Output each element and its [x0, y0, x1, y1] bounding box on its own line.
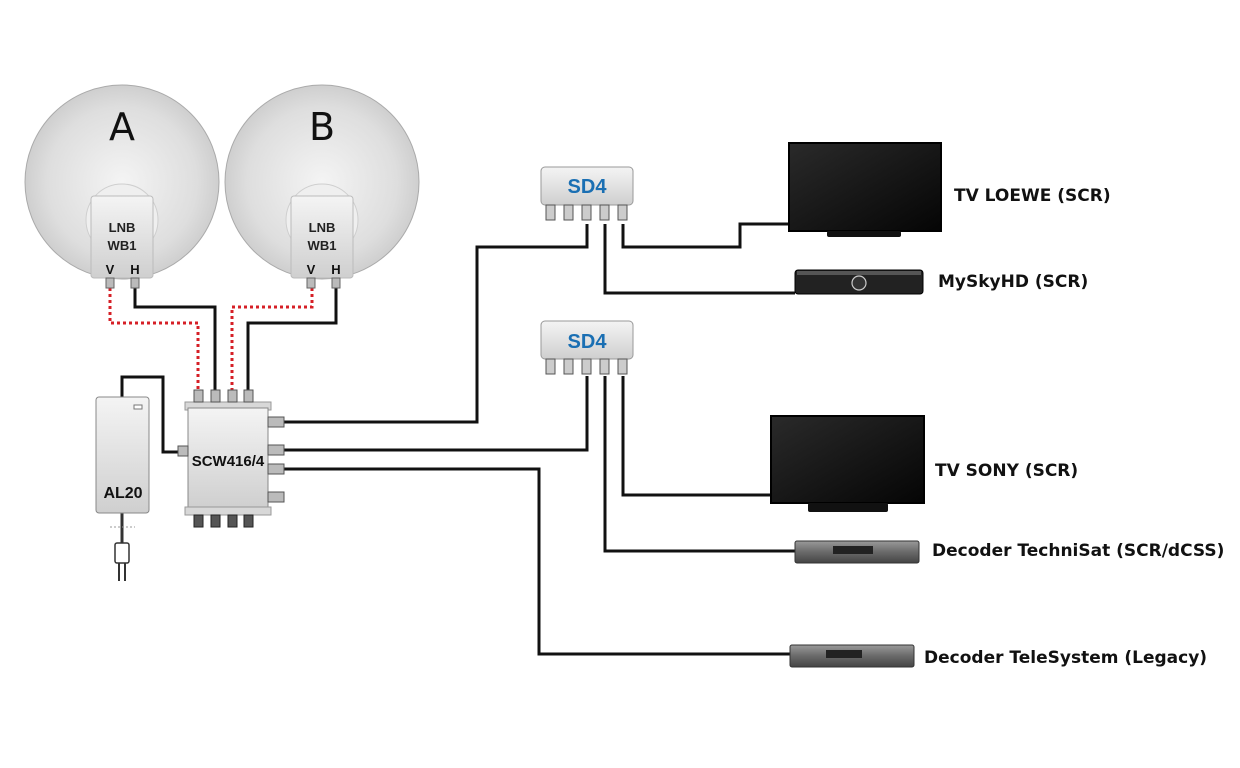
switch-bottom-rail [184, 506, 272, 516]
dish-a-label: A [109, 105, 135, 149]
dish-a-lnb [90, 195, 154, 279]
decoder-telesystem: Decoder TeleSystem (Legacy) [789, 644, 1207, 668]
dish-b-label: B [309, 105, 335, 149]
sd4-bottom-port-3 [581, 358, 592, 375]
switch-output-3 [267, 463, 285, 475]
switch-bottom-port-1 [193, 514, 204, 528]
tv-sony-label: TV SONY (SCR) [935, 461, 1078, 481]
al20-body [95, 396, 150, 514]
dish-a-port-v: V [106, 262, 115, 277]
dish-b-connector-h [331, 277, 341, 289]
telesystem-display [826, 650, 862, 658]
cable-sd4-technisat [603, 376, 795, 553]
tv-loewe-label: TV LOEWE (SCR) [954, 186, 1111, 206]
dish-a-connector-h [130, 277, 140, 289]
dish-a-lnb-line2: WB1 [108, 238, 137, 253]
switch-bottom-port-3 [227, 514, 238, 528]
technisat-label: Decoder TechniSat (SCR/dCSS) [932, 541, 1224, 561]
sd4-bottom-port-2 [563, 358, 574, 375]
dish-a-reflector [24, 84, 220, 280]
cable-dish-b-v [230, 288, 314, 396]
sd4-top-port-3 [581, 204, 592, 221]
dish-b-lnb [290, 195, 354, 279]
cable-sd4-myskyhd [603, 224, 795, 295]
cables [108, 222, 795, 656]
switch-output-2 [267, 444, 285, 456]
switch-body [187, 407, 269, 509]
myskyhd-play-icon [851, 275, 867, 291]
al20-label: AL20 [103, 485, 142, 502]
tv-sony: TV SONY (SCR) [770, 415, 1078, 512]
power-plug-icon [110, 526, 135, 581]
sd4-top-port-5 [617, 204, 628, 221]
switch-input-3 [227, 389, 238, 403]
cable-dish-b-h [246, 288, 338, 396]
technisat-display [833, 546, 873, 554]
switch-input-4 [243, 389, 254, 403]
tv-sony-icon [770, 415, 925, 504]
dish-b-lnb-line1: LNB [309, 220, 336, 235]
tv-loewe-icon [788, 142, 942, 232]
dish-a-connector-v [105, 277, 115, 289]
switch-output-1 [267, 416, 285, 428]
myskyhd-label: MySkyHD (SCR) [938, 272, 1088, 292]
dish-b-port-h: H [331, 262, 340, 277]
power-supply-al20: AL20 [95, 396, 150, 581]
cable-al20-switch [120, 375, 187, 454]
sd4-top-port-4 [599, 204, 610, 221]
cable-switch-sd4-top [284, 224, 589, 424]
dish-b-reflector [224, 84, 420, 280]
decoder-technisat: Decoder TechniSat (SCR/dCSS) [794, 540, 1224, 564]
dish-a-lnb-line1: LNB [109, 220, 136, 235]
cable-dish-a-v-dots [108, 288, 200, 396]
cable-sd4-loewe [621, 222, 790, 249]
myskyhd-receiver: MySkyHD (SCR) [794, 269, 1088, 295]
tv-sony-stand [808, 503, 888, 512]
sd4-bottom-label: SD4 [568, 331, 608, 353]
sd4-bottom-port-1 [545, 358, 556, 375]
telesystem-label: Decoder TeleSystem (Legacy) [924, 648, 1207, 668]
tv-loewe-stand [827, 231, 901, 237]
sd4-top-port-1 [545, 204, 556, 221]
cable-switch-sd4-bottom [284, 376, 589, 452]
switch-input-1 [193, 389, 204, 403]
switch-input-2 [210, 389, 221, 403]
myskyhd-top-edge [797, 271, 921, 275]
dish-b-port-v: V [307, 262, 316, 277]
switch-output-4 [267, 491, 285, 503]
cable-switch-telesystem [284, 467, 790, 656]
sd4-top-label: SD4 [568, 176, 608, 198]
dish-a-port-h: H [130, 262, 139, 277]
dish-b-lnb-line2: WB1 [308, 238, 337, 253]
splitter-sd4-bottom: SD4 [540, 320, 634, 375]
switch-power-in [177, 445, 189, 457]
switch-bottom-port-2 [210, 514, 221, 528]
cable-sd4-sony [621, 376, 772, 497]
dish-b-connector-v [306, 277, 316, 289]
sd4-bottom-port-4 [599, 358, 610, 375]
sd4-top-port-2 [563, 204, 574, 221]
sd4-bottom-port-5 [617, 358, 628, 375]
splitter-sd4-top: SD4 [540, 166, 634, 221]
tv-loewe: TV LOEWE (SCR) [788, 142, 1111, 237]
dish-a: A LNB WB1 V H [24, 84, 220, 289]
dish-b: B LNB WB1 V H [224, 84, 420, 289]
switch-label: SCW416/4 [192, 453, 265, 470]
cable-dish-a-h [133, 288, 217, 396]
al20-led [133, 404, 143, 410]
multiswitch-scw416: SCW416/4 [177, 389, 285, 528]
switch-bottom-port-4 [243, 514, 254, 528]
